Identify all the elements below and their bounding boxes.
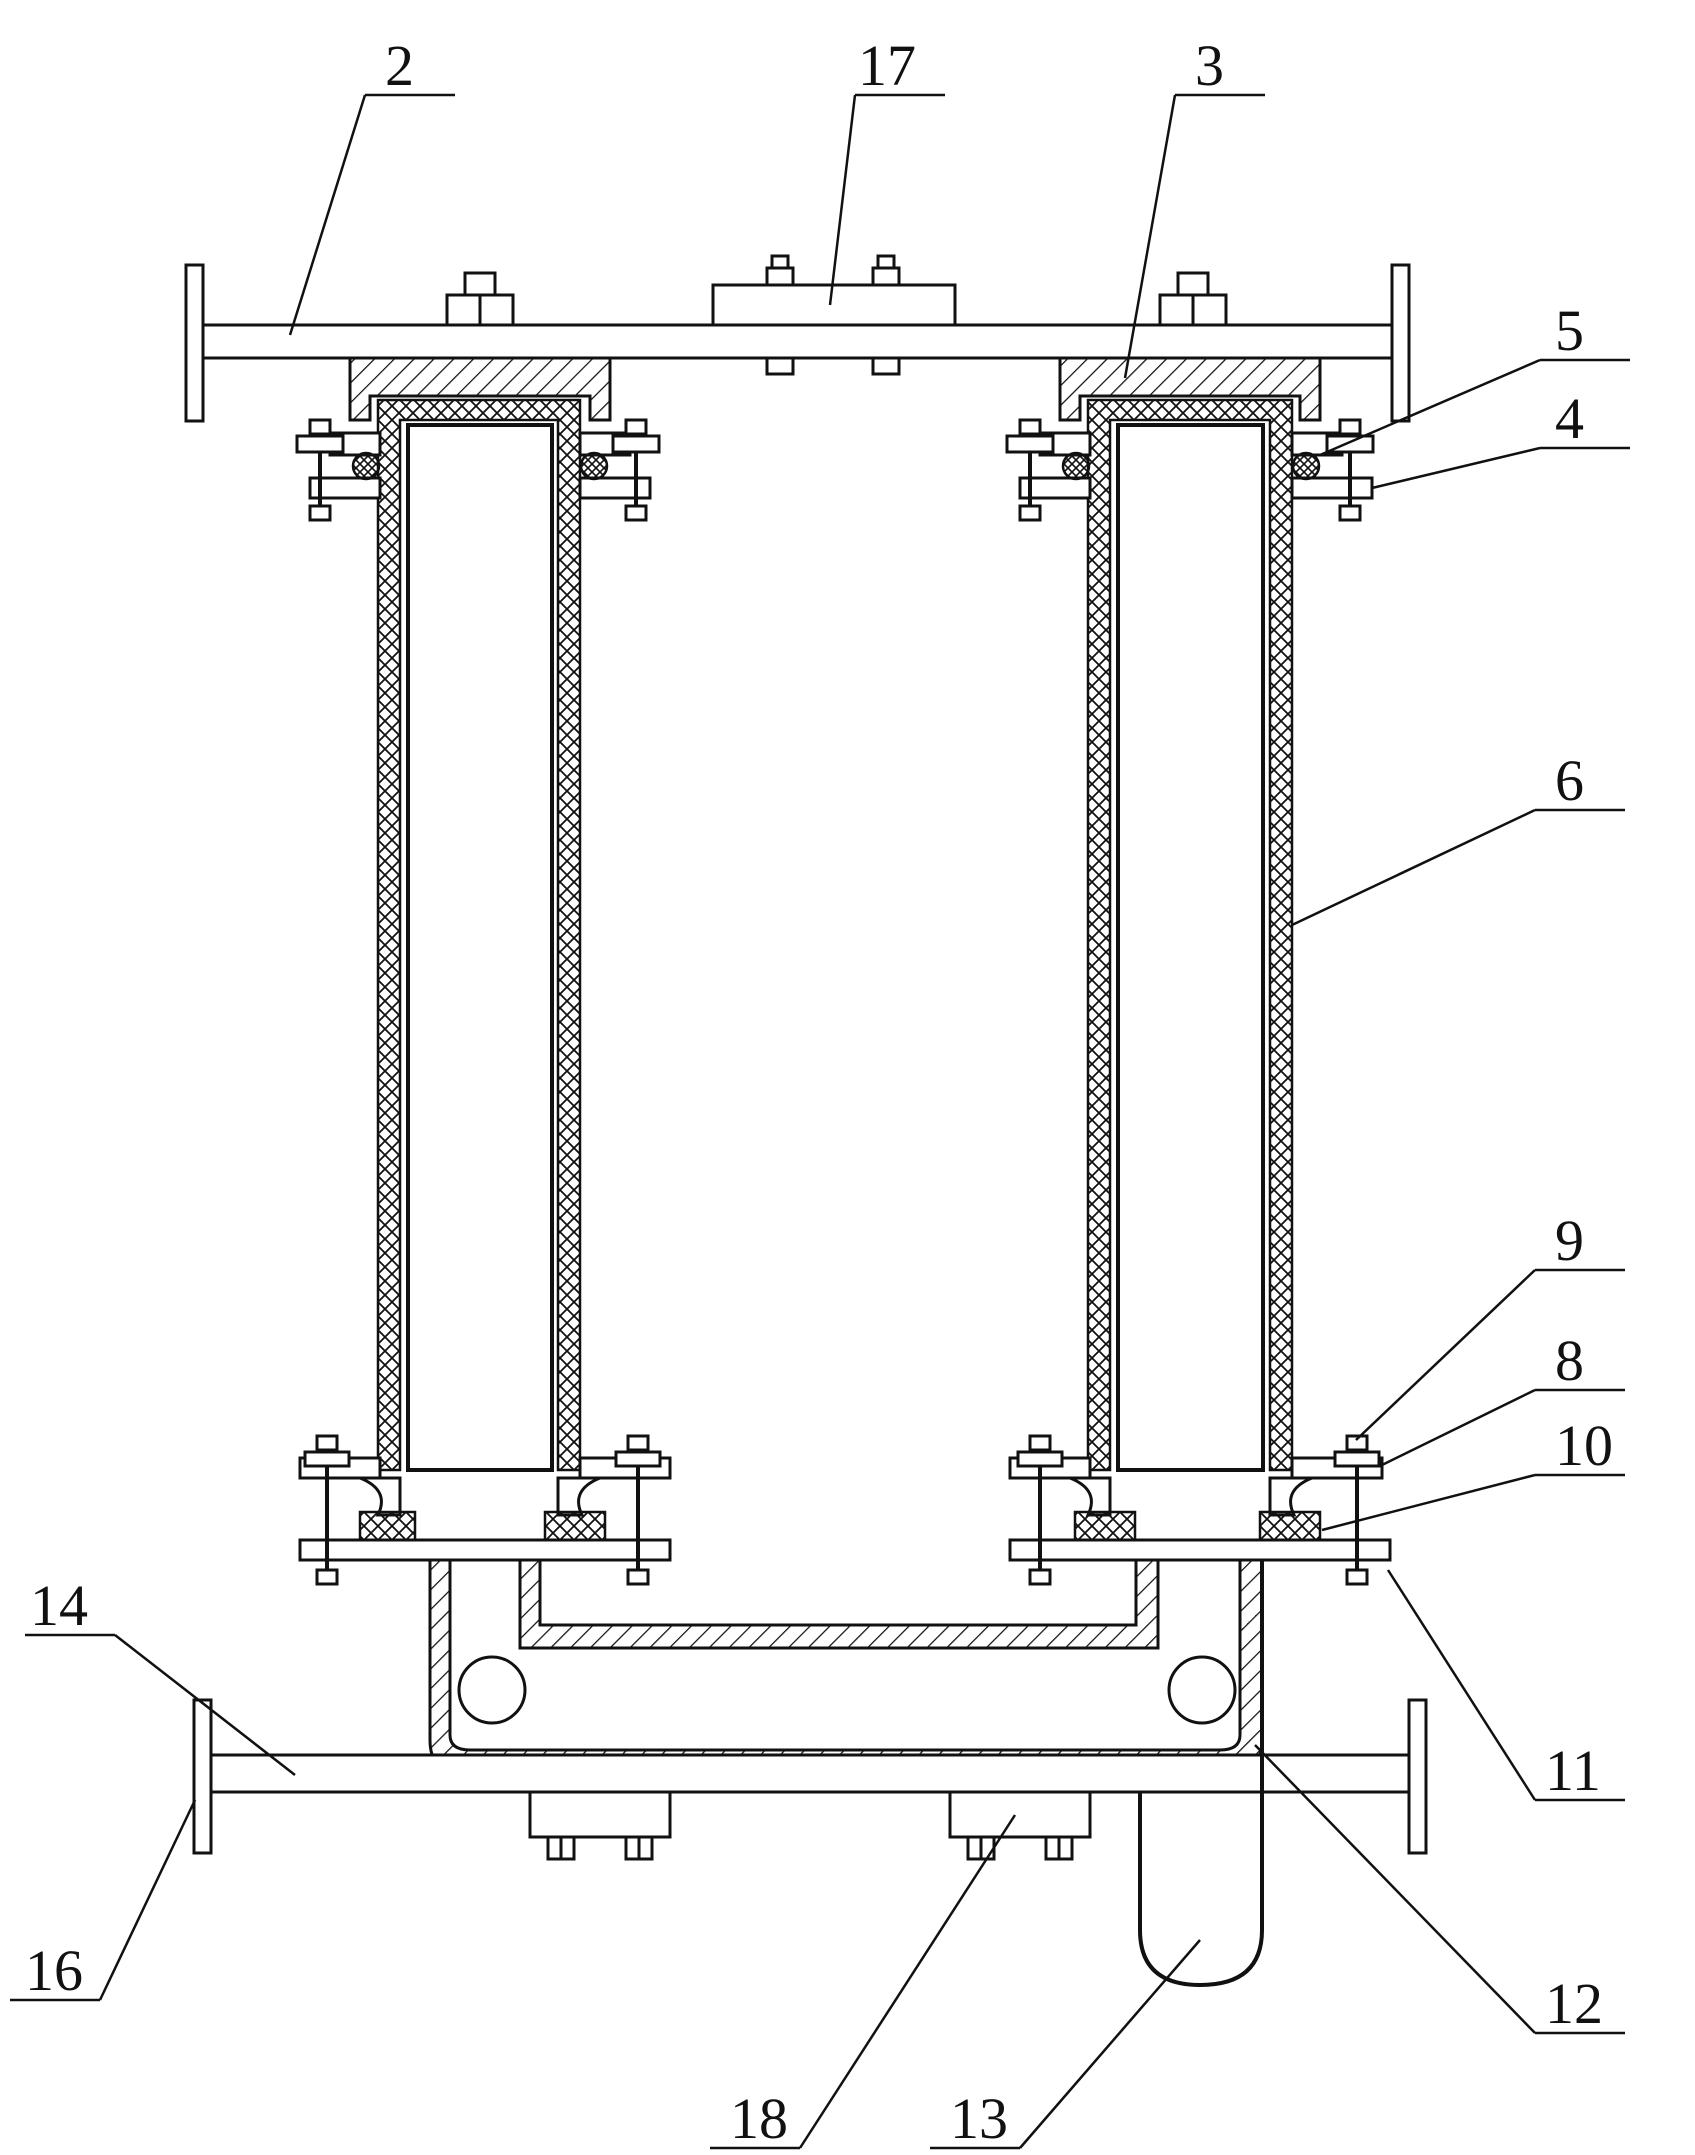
label-8: 8 — [1555, 1328, 1584, 1393]
label-2: 2 — [385, 33, 414, 98]
label-3: 3 — [1195, 33, 1224, 98]
clamp-18 — [528, 1790, 1092, 1861]
top-pipe-bolt-left — [445, 271, 515, 327]
right-tube-assembly — [1005, 356, 1392, 1586]
label-6: 6 — [1555, 748, 1584, 813]
part-labels: 2 17 3 5 4 6 9 8 10 14 11 16 12 18 13 — [25, 33, 1613, 2151]
top-pipe — [184, 263, 1411, 423]
left-tube-assembly — [295, 356, 672, 1586]
clamp-17 — [711, 254, 957, 376]
label-16: 16 — [25, 1938, 83, 2003]
leader-lines — [10, 93, 1630, 2150]
label-4: 4 — [1555, 386, 1584, 451]
bottom-u-connector — [428, 1558, 1264, 1774]
label-9: 9 — [1555, 1208, 1584, 1273]
label-13: 13 — [950, 2086, 1008, 2151]
label-5: 5 — [1555, 298, 1584, 363]
top-pipe-bolt-right — [1158, 271, 1228, 327]
label-12: 12 — [1545, 1971, 1603, 2036]
label-10: 10 — [1555, 1413, 1613, 1478]
label-17: 17 — [858, 33, 916, 98]
label-11: 11 — [1545, 1738, 1601, 1803]
label-18: 18 — [730, 2086, 788, 2151]
bottom-pipe — [192, 1698, 1428, 1855]
label-14: 14 — [30, 1573, 88, 1638]
